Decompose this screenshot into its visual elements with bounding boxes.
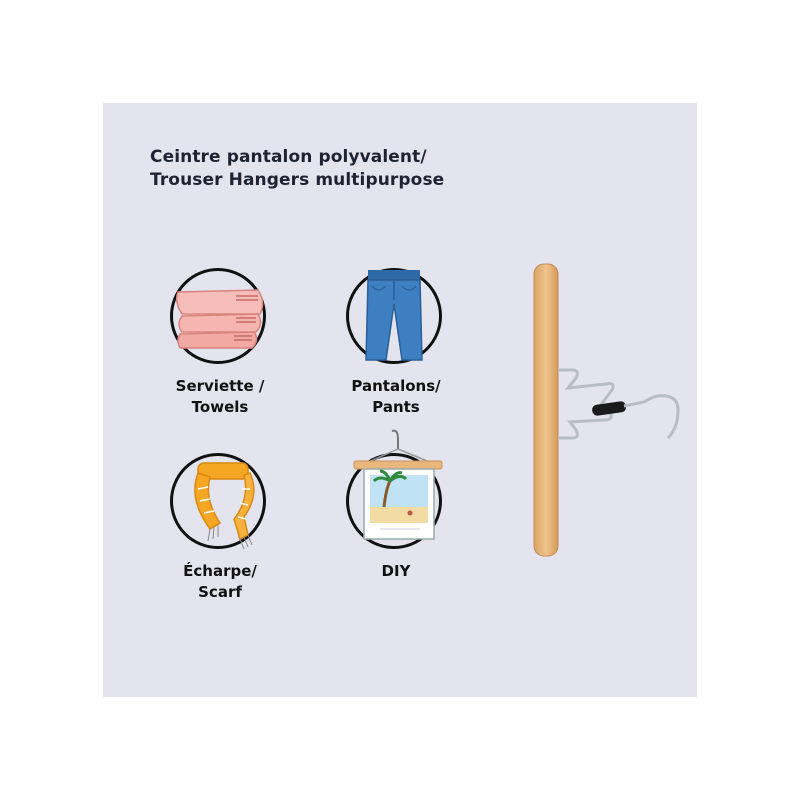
use-case-label: DIY — [381, 562, 411, 580]
icon-circle — [346, 268, 442, 364]
towels-icon — [175, 289, 264, 349]
pants-icon — [365, 270, 423, 361]
wooden-trouser-hanger-image — [533, 263, 680, 557]
use-case-label: Écharpe/ Scarf — [183, 562, 257, 601]
use-case-label: Serviette / Towels — [175, 377, 265, 416]
diy-picture-icon — [353, 429, 443, 540]
product-panel — [103, 103, 697, 697]
use-case-label: Pantalons/ Pants — [351, 377, 441, 416]
title-line-2: Trouser Hangers multipurpose — [150, 170, 445, 190]
scarf-icon — [194, 462, 255, 550]
title-line-1: Ceintre pantalon polyvalent/ — [150, 147, 427, 167]
product-title: Ceintre pantalon polyvalent/ Trouser Han… — [150, 146, 444, 192]
